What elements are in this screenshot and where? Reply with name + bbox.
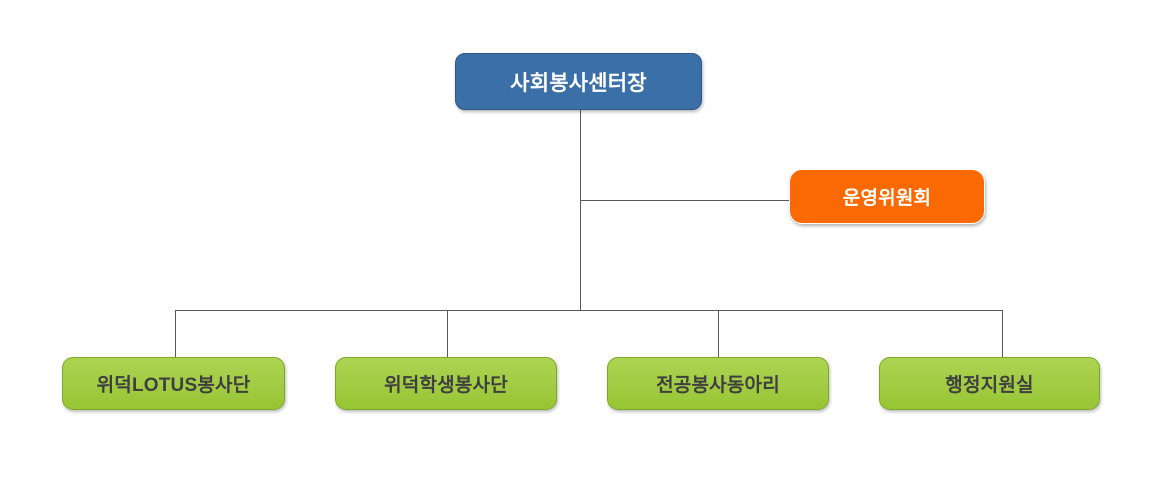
connector-root-stem — [580, 110, 581, 310]
node-unit-lotus-volunteer-corps[interactable]: 위덕LOTUS봉사단 — [62, 357, 285, 410]
connector-drop-unit-1 — [447, 310, 448, 358]
node-center-director[interactable]: 사회봉사센터장 — [455, 53, 702, 110]
node-steering-committee[interactable]: 운영위원회 — [789, 169, 985, 224]
connector-drop-unit-3 — [1002, 310, 1003, 358]
connector-horizontal-bus — [175, 310, 1003, 311]
connector-committee-branch — [580, 200, 789, 201]
node-unit-major-volunteer-club[interactable]: 전공봉사동아리 — [607, 357, 829, 410]
connector-drop-unit-0 — [175, 310, 176, 358]
connector-drop-unit-2 — [718, 310, 719, 358]
node-unit-student-volunteer-corps[interactable]: 위덕학생봉사단 — [335, 357, 557, 410]
node-unit-administrative-support-office[interactable]: 행정지원실 — [879, 357, 1100, 410]
